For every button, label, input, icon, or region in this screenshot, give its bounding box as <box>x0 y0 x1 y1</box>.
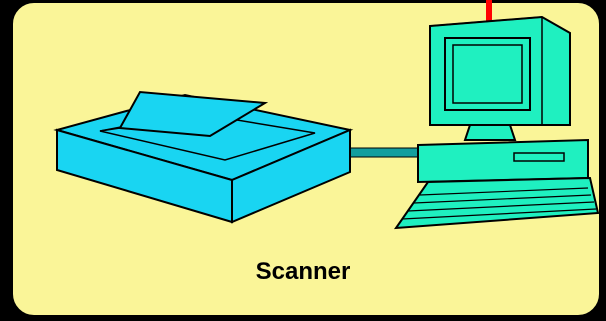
network-line <box>486 0 492 22</box>
cable-line <box>340 148 424 157</box>
diagram-caption: Scanner <box>0 258 606 286</box>
